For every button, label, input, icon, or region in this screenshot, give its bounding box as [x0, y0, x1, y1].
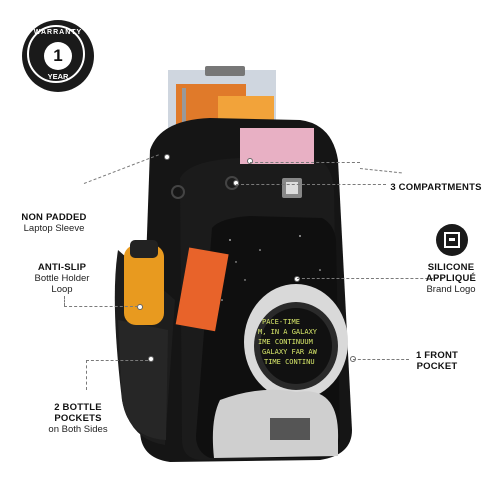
label-bottle-pockets-title2: POCKETS — [54, 413, 102, 424]
label-front-pocket-title2: POCKET — [416, 361, 458, 372]
label-bottle-loop-title: ANTI-SLIP — [37, 262, 87, 273]
label-bottle-loop-sub1: Bottle Holder — [34, 273, 90, 284]
water-bottle — [124, 245, 164, 325]
visor-line-4: TIME CONTINU — [264, 358, 315, 366]
visor-line-3: GALAXY FAR AW — [262, 348, 318, 356]
label-front-pocket: 1 FRONT POCKET — [402, 350, 472, 372]
label-bottle-pockets-title1: 2 BOTTLE — [54, 402, 102, 413]
label-applique-title2: APPLIQUÉ — [425, 273, 477, 284]
label-laptop-subtitle: Laptop Sleeve — [23, 223, 85, 234]
visor-line-2: IME CONTINUUM — [258, 338, 313, 346]
visor-line-0: PACE-TIME — [262, 318, 300, 326]
orange-tablet — [175, 247, 229, 332]
label-applique-title1: SILICONE — [427, 262, 475, 273]
label-bottle-loop-sub2: Loop — [51, 284, 73, 295]
warranty-seal-icon: WARRANTY 1 YEAR — [22, 20, 94, 92]
card — [240, 128, 314, 164]
visor-text: PACE-TIME M, IN A GALAXY IME CONTINUUM G… — [258, 318, 318, 366]
label-applique-subtitle: Brand Logo — [426, 284, 476, 295]
label-front-pocket-title1: 1 FRONT — [415, 350, 459, 361]
label-laptop: NON PADDED Laptop Sleeve — [8, 212, 100, 234]
label-compartments: 3 COMPARTMENTS — [386, 182, 486, 193]
warranty-unit: YEAR — [47, 72, 69, 81]
warranty-top-text: WARRANTY — [33, 29, 83, 36]
visor-line-1: M, IN A GALAXY — [258, 328, 318, 336]
label-bottle-pockets-subtitle: on Both Sides — [48, 424, 108, 435]
warranty-number: 1 — [44, 42, 72, 70]
label-bottle-loop: ANTI-SLIP Bottle Holder Loop — [20, 262, 104, 295]
brand-logo-icon — [436, 224, 468, 256]
label-bottle-pockets: 2 BOTTLE POCKETS on Both Sides — [30, 402, 126, 435]
label-applique: SILICONE APPLIQUÉ Brand Logo — [406, 262, 496, 295]
label-compartments-title: 3 COMPARTMENTS — [390, 182, 482, 193]
label-laptop-title: NON PADDED — [21, 212, 87, 223]
